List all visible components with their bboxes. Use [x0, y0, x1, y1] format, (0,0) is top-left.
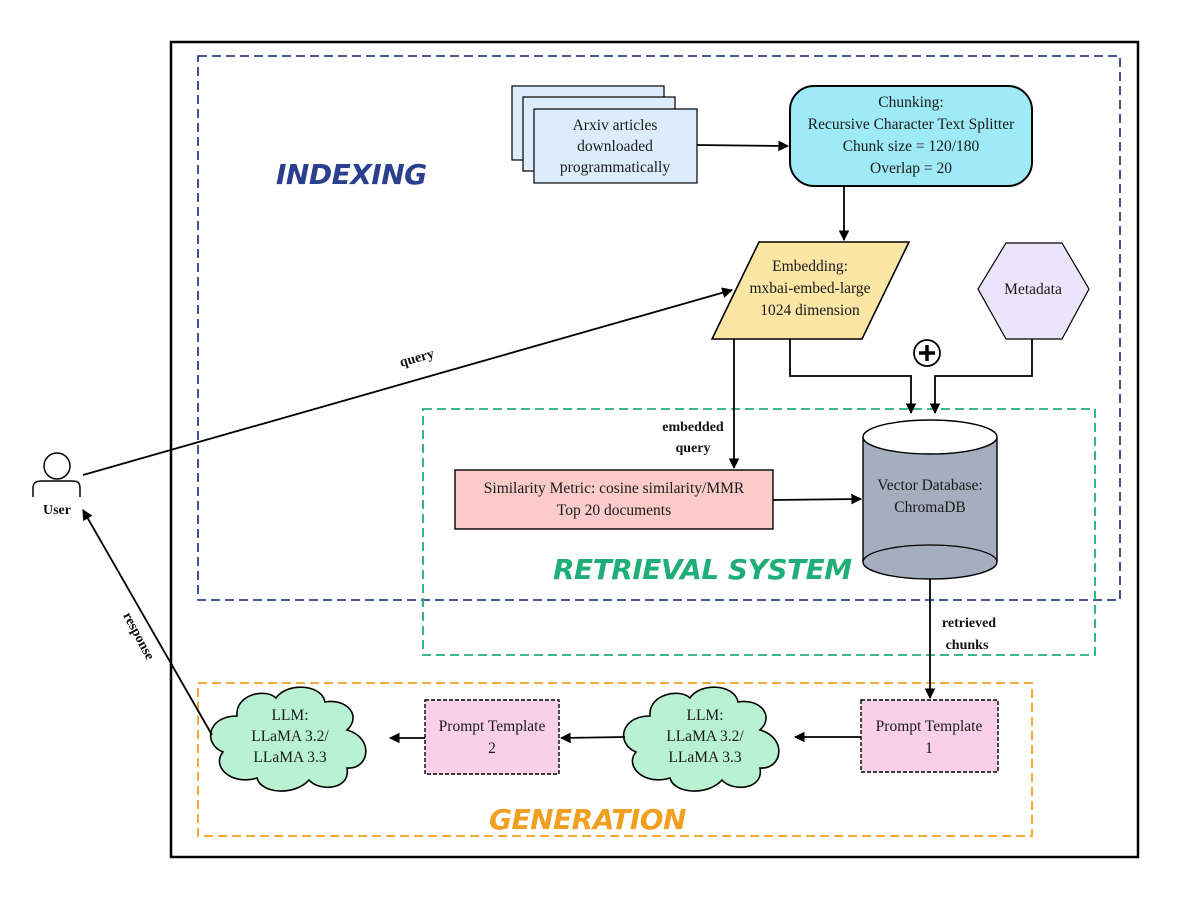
retrieval-title: RETRIEVAL SYSTEM	[553, 553, 852, 586]
similarity-metric-node: Similarity Metric: cosine similarity/MMR…	[454, 469, 774, 530]
edge-user-query	[82, 287, 734, 476]
response-label: response	[119, 610, 157, 663]
embedded-query-label-1: embedded	[662, 420, 724, 435]
retrieved-chunks-label-2: chunks	[946, 638, 989, 653]
metadata-node: Metadata	[977, 242, 1090, 340]
prompt2-line-1: Prompt Template	[439, 718, 546, 735]
prompt-template-2-node: Prompt Template 2	[424, 699, 560, 775]
similarity-line-2: Top 20 documents	[557, 502, 671, 519]
embedding-node: Embedding: mxbai-embed-large 1024 dimens…	[710, 241, 911, 340]
generation-section	[197, 682, 1033, 837]
chunking-node: Chunking: Recursive Character Text Split…	[789, 85, 1033, 187]
metadata-label: Metadata	[1004, 281, 1062, 298]
retrieval-section	[422, 408, 1096, 656]
edge-embedding-to-vectordb	[789, 339, 917, 415]
llm2-line-2: LLaMA 3.2/	[251, 728, 329, 745]
chunking-line-1: Chunking:	[878, 94, 943, 111]
embedding-line-2: mxbai-embed-large	[749, 280, 870, 297]
combine-plus-icon	[913, 339, 941, 367]
vector-database-node: Vector Database: ChromaDB	[862, 419, 998, 580]
edge-metadata-to-vectordb	[929, 339, 1033, 415]
vectordb-line-1: Vector Database:	[877, 477, 982, 494]
edge-llm2-response	[82, 509, 213, 736]
arxiv-articles-node: Arxiv articles downloaded programmatical…	[511, 85, 698, 184]
prompt1-line-2: 1	[925, 740, 933, 757]
llm2-line-3: LLaMA 3.3	[253, 749, 326, 766]
llm-1-node: LLM: LLaMA 3.2/ LLaMA 3.3	[622, 686, 780, 792]
similarity-line-1: Similarity Metric: cosine similarity/MMR	[484, 480, 745, 497]
llm-2-node: LLM: LLaMA 3.2/ LLaMA 3.3	[209, 686, 367, 792]
llm1-line-2: LLaMA 3.2/	[666, 728, 744, 745]
arxiv-line-2: downloaded	[577, 138, 653, 155]
edge-llm1-to-prompt2	[559, 732, 626, 744]
edge-similarity-to-vectordb	[772, 493, 863, 505]
llm1-line-1: LLM:	[686, 707, 723, 724]
indexing-title: INDEXING	[276, 158, 427, 191]
prompt1-line-1: Prompt Template	[876, 718, 983, 735]
chunking-line-2: Recursive Character Text Splitter	[808, 116, 1015, 133]
query-label: query	[398, 347, 436, 371]
llm1-line-3: LLaMA 3.3	[668, 749, 741, 766]
prompt-template-1-node: Prompt Template 1	[860, 699, 999, 773]
indexing-section	[197, 55, 1121, 601]
arxiv-line-1: Arxiv articles	[573, 117, 658, 134]
user-actor: User	[32, 452, 81, 518]
prompt2-line-2: 2	[488, 740, 496, 757]
embedding-line-3: 1024 dimension	[760, 302, 860, 319]
user-icon	[43, 452, 71, 480]
generation-title: GENERATION	[489, 803, 686, 836]
arxiv-line-3: programmatically	[560, 159, 670, 176]
chunking-line-3: Chunk size = 120/180	[843, 138, 980, 155]
llm2-line-1: LLM:	[271, 707, 308, 724]
embedding-line-1: Embedding:	[772, 258, 848, 275]
vectordb-line-2: ChromaDB	[894, 499, 965, 516]
retrieved-chunks-label-1: retrieved	[942, 616, 996, 631]
user-label: User	[43, 503, 71, 518]
chunking-line-4: Overlap = 20	[870, 160, 952, 177]
edge-arxiv-to-chunking	[696, 140, 790, 152]
embedded-query-label-2: query	[676, 441, 711, 456]
